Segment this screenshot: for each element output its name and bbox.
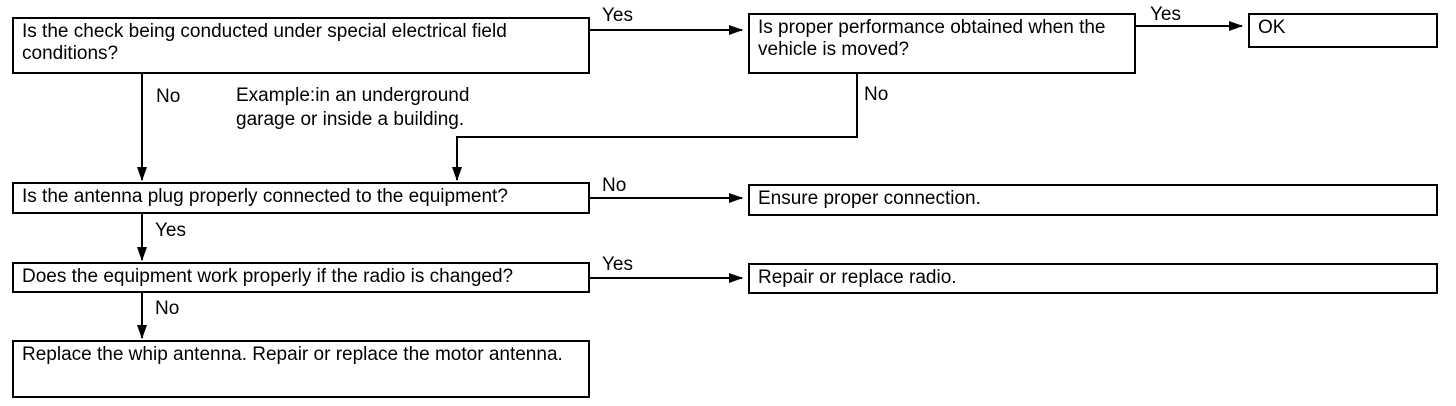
arrow-q2-no: [452, 74, 858, 181]
ok-box: OK: [1248, 13, 1438, 48]
question-antenna-plug: Is the antenna plug properly connected t…: [12, 182, 590, 214]
example-note: Example:in an underground garage or insi…: [236, 84, 469, 132]
label-q3-no: No: [602, 175, 627, 196]
question-radio-changed: Does the equipment work properly if the …: [12, 262, 590, 293]
label-q1-no: No: [156, 86, 181, 107]
label-q2-yes: Yes: [1150, 4, 1181, 25]
action-replace-radio: Repair or replace radio.: [748, 263, 1438, 294]
question-vehicle-moved: Is proper performance obtained when the …: [748, 13, 1136, 74]
example-note-line-2: garage or inside a building.: [236, 109, 465, 130]
label-q4-yes: Yes: [602, 254, 633, 275]
label-q2-no: No: [864, 84, 889, 105]
example-note-line-1: Example:in an underground: [236, 85, 470, 106]
label-q1-yes: Yes: [602, 5, 633, 26]
question-special-field: Is the check being conducted under speci…: [12, 17, 590, 74]
label-q4-no: No: [155, 298, 180, 319]
action-ensure-connection: Ensure proper connection.: [748, 184, 1438, 216]
action-replace-antenna: Replace the whip antenna. Repair or repl…: [12, 340, 590, 398]
label-q3-yes: Yes: [155, 220, 186, 241]
